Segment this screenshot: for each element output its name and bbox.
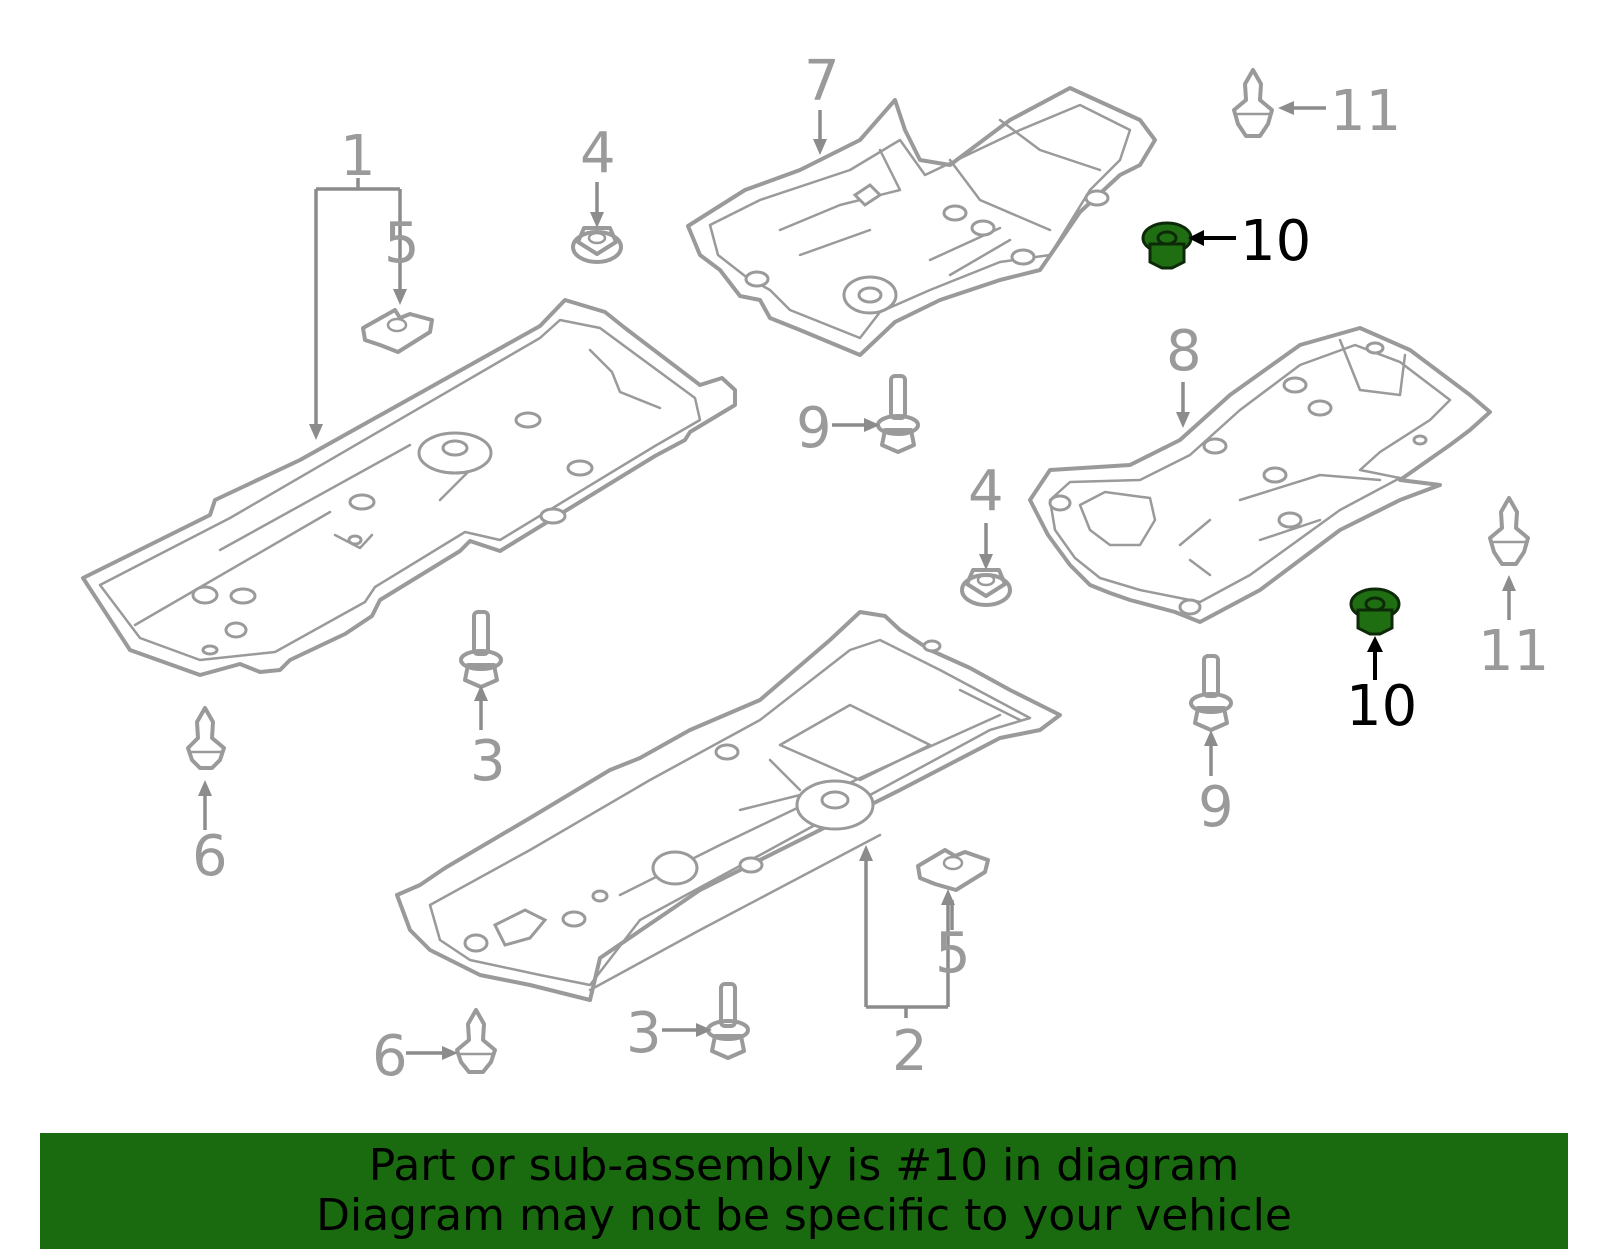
part-5-clip-bottom [916, 848, 990, 892]
part-1-shield [81, 298, 737, 677]
part-6-pin-bottom [455, 1008, 497, 1074]
callout-7: 7 [804, 49, 840, 114]
callout-11-right: 11 [1478, 619, 1549, 684]
part-4-nut-top [571, 226, 623, 264]
callout-9-right: 9 [1198, 775, 1234, 840]
part-3-bolt-bottom [706, 982, 750, 1060]
callout-6-left: 6 [192, 824, 228, 889]
callout-10-right: 10 [1346, 674, 1417, 739]
part-6-pin-left [186, 706, 226, 770]
callout-9-top: 9 [796, 396, 832, 461]
callout-8: 8 [1166, 319, 1202, 384]
leader-lines [198, 101, 1516, 1060]
callout-labels: 1 5 4 7 11 10 8 9 4 11 10 3 9 6 5 3 6 2 [192, 49, 1549, 1089]
callout-10-top: 10 [1240, 209, 1311, 274]
callout-3-top: 3 [470, 729, 506, 794]
callout-3-bottom: 3 [626, 1001, 662, 1066]
part-5-clip-top [361, 308, 434, 354]
part-2-shield [395, 610, 1062, 1002]
part-3-bolt-top [459, 610, 503, 689]
callout-4-right: 4 [968, 459, 1004, 524]
part-11-pin-top [1232, 68, 1274, 138]
callout-4-top: 4 [580, 121, 616, 186]
part-4-nut-right [960, 568, 1012, 607]
callout-2: 2 [892, 1019, 928, 1084]
part-9-bolt-top [876, 374, 920, 454]
part-9-bolt-right [1189, 654, 1233, 732]
callout-5-top: 5 [384, 211, 420, 276]
callout-6-bottom: 6 [372, 1024, 408, 1089]
part-7-shield [686, 86, 1157, 357]
part-11-pin-right [1488, 496, 1530, 566]
banner-line-2: Diagram may not be specific to your vehi… [316, 1190, 1292, 1241]
part-10-nut-top-highlighted [1141, 221, 1193, 270]
part-10-nut-right-highlighted [1349, 587, 1401, 636]
banner-line-1: Part or sub-assembly is #10 in diagram [368, 1140, 1240, 1191]
callout-1: 1 [340, 124, 376, 189]
callout-11-top: 11 [1330, 79, 1401, 144]
callout-5-bottom: 5 [935, 921, 971, 986]
info-banner: Part or sub-assembly is #10 in diagram D… [40, 1133, 1568, 1249]
part-8-shield [1028, 326, 1492, 624]
